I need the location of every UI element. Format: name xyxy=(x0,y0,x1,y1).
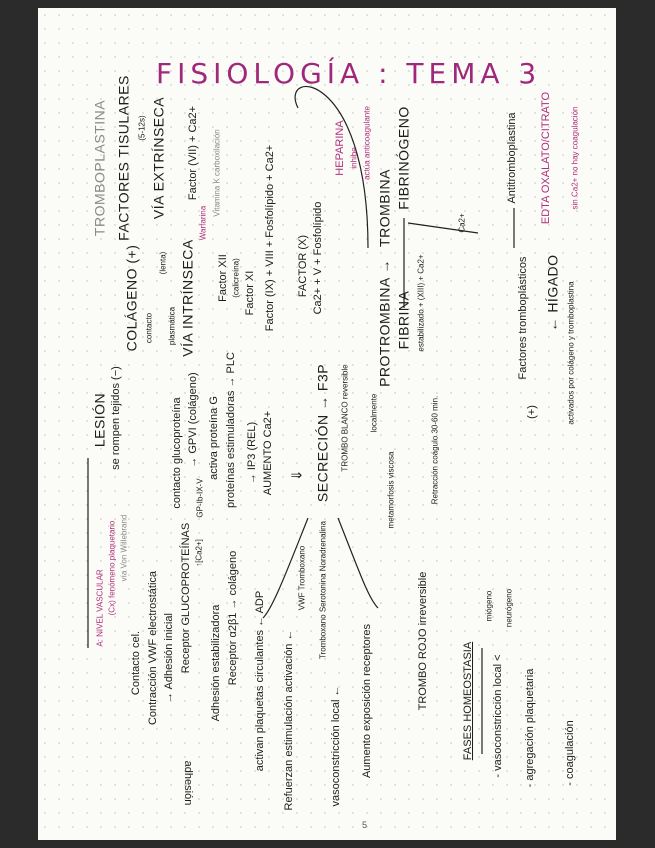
fases-item-1: - vasoconstricción local < xyxy=(492,654,504,778)
activa-prot-label: activa proteína G xyxy=(208,396,220,480)
factores-tisulares-label: FACTORES TISULARES xyxy=(115,75,132,241)
fibrina-label: FIBRINA xyxy=(395,290,412,350)
tx-ser-label: Tromboxano Serotonina Noradrenalina xyxy=(318,520,328,660)
warfarina-label: Warfarina xyxy=(198,205,208,241)
receptor-gp-label: Receptor GLUCOPROTEÍNAS xyxy=(180,522,192,674)
fases-item-3: - coagulación xyxy=(564,720,576,786)
plus-sign: (+) xyxy=(526,405,538,419)
factor-ix-label: Factor (IX) + VIII + Fosfolípido + Ca2+ xyxy=(264,144,276,332)
activan-label: activan plaquetas circulantes ← ADP xyxy=(254,590,266,772)
aumento-exp-label: Aumento exposición receptores xyxy=(361,623,373,779)
arrow-line xyxy=(337,517,379,609)
trombo-blanco-label: TROMBO BLANCO reversible xyxy=(340,364,350,472)
lesion-label: LESIÓN xyxy=(91,392,108,448)
higado-label: ← HÍGADO xyxy=(544,254,561,332)
rompen-label: se rompen tejidos (−) xyxy=(110,366,122,470)
plasmatica-label: plasmática xyxy=(167,306,177,346)
gpvi-label: → GPVI (colágeno) xyxy=(187,372,199,468)
arrow-line xyxy=(262,517,309,619)
arrow-line xyxy=(407,222,479,234)
retraccion-label: Retracción coágulo 30-60 min. xyxy=(430,395,440,505)
notes-page: FISIOLOGÍA : TEMA 3 LESIÓN se rompen tej… xyxy=(38,8,616,840)
trombo-rojo-label: TROMBO ROJO irreversible xyxy=(417,571,429,711)
von-willebrand-label: vía Von Willebrand xyxy=(119,514,129,582)
via-extrinseca-label: VÍA EXTRÍNSECA xyxy=(150,96,167,220)
proteinas-est-label: proteínas estimuladoras → PLC xyxy=(225,352,237,508)
factores-tromboplasticos-label: Factores tromboplásticos xyxy=(517,256,529,380)
ip3-label: → IP3 (REL) xyxy=(246,421,258,485)
gp-ib-label: GP-Ib-IX-V xyxy=(195,478,205,518)
estabilizado-label: estabilizado + (XIII) + Ca2+ xyxy=(416,254,426,352)
refuerzan-label: Refuerzan estimulación activación ← xyxy=(283,629,295,811)
factor-xi-label: Factor XI xyxy=(244,270,256,316)
page-number: 5 xyxy=(362,820,368,830)
neurogeno-label: neurógeno xyxy=(504,588,514,628)
colageno-label: COLÁGENO (+) xyxy=(123,244,140,352)
protrombina-label: PROTROMBINA → xyxy=(376,259,393,387)
ca-label: Ca2+ xyxy=(457,213,467,233)
miogeno-label: miógeno xyxy=(484,590,494,622)
vasoconstriccion-label: vasoconstricción local ← xyxy=(330,685,342,807)
calicreina-label: (calicreína) xyxy=(231,258,241,298)
contacto-cel-label: Contacto cel. xyxy=(130,630,142,696)
activados-label: activados por colágeno y tromboplastina xyxy=(566,281,576,425)
localmente-label: localmente xyxy=(369,393,379,433)
antitromboplastina-label: Antitromboplastina xyxy=(506,112,518,204)
adhesion-label: adhesión xyxy=(182,760,194,806)
heparina-label: HEPARINA xyxy=(334,120,346,176)
fases-title: FASES HOMEOSTASIA xyxy=(462,641,474,761)
adhesion-est-label: Adhesión estabilizadora xyxy=(210,604,222,722)
fases-item-2: - agregación plaquetaria xyxy=(524,668,536,788)
anticoagulante-label: actúa anticoagulante xyxy=(362,106,372,180)
down-arrow: ⇓ xyxy=(288,468,305,482)
factor-xii-label: Factor XII xyxy=(217,254,229,302)
fenomeno-label: (Cx) fenómeno plaquetario xyxy=(107,520,117,616)
extrinseca-time: (5-12s) xyxy=(137,115,147,141)
trombina-label: TROMBINA xyxy=(376,169,393,247)
fibrinogeno-label: FIBRINÓGENO xyxy=(395,106,412,210)
secrecion-label: SECRECIÓN → F3P xyxy=(314,363,331,503)
factor-x-label: FACTOR (X) xyxy=(297,234,309,298)
arrows-layer xyxy=(87,85,515,754)
vitamina-k-label: Vitamina K carboxilación xyxy=(212,129,222,217)
contacto-gp-label: contacto glucoproteína xyxy=(171,397,183,509)
tromboplastina-label: TROMBOPLASTINA xyxy=(91,99,108,237)
contraccion-label: Contracción VWF electrostática xyxy=(147,570,159,726)
receptor-a2b1-label: Receptor α2β1 → colágeno xyxy=(227,550,239,686)
via-intrinseca-label: VÍA INTRÍNSECA xyxy=(179,239,196,357)
nivel-vascular-label: A: NIVEL VASCULAR xyxy=(95,569,105,647)
metamorfosis-label: metamorfosis viscosa xyxy=(386,451,396,529)
factor-vii-label: Factor (VII) + Ca2+ xyxy=(187,105,199,201)
curved-arrow xyxy=(294,85,369,249)
edta-label: EDTA OXALATO/CITRATO xyxy=(540,91,552,225)
adhesion-inicial-label: → Adhesión inicial xyxy=(163,613,175,703)
sin-ca-label: sin Ca2+ no hay coagulación xyxy=(570,106,580,210)
inhibe-label: inhibe xyxy=(349,147,359,169)
contacto-label: contacto xyxy=(144,312,154,344)
vwf-tx-label: VWF Tromboxano xyxy=(297,545,307,611)
factor-x-cofactors: Ca2+ + V + Fosfolípido xyxy=(312,201,324,315)
page-title: FISIOLOGÍA : TEMA 3 xyxy=(156,57,542,90)
lenta-label: (lenta) xyxy=(158,251,168,275)
ca-up-label: ↑[Ca2+] xyxy=(194,539,204,567)
aumento-ca-label: AUMENTO Ca2+ xyxy=(262,410,274,496)
